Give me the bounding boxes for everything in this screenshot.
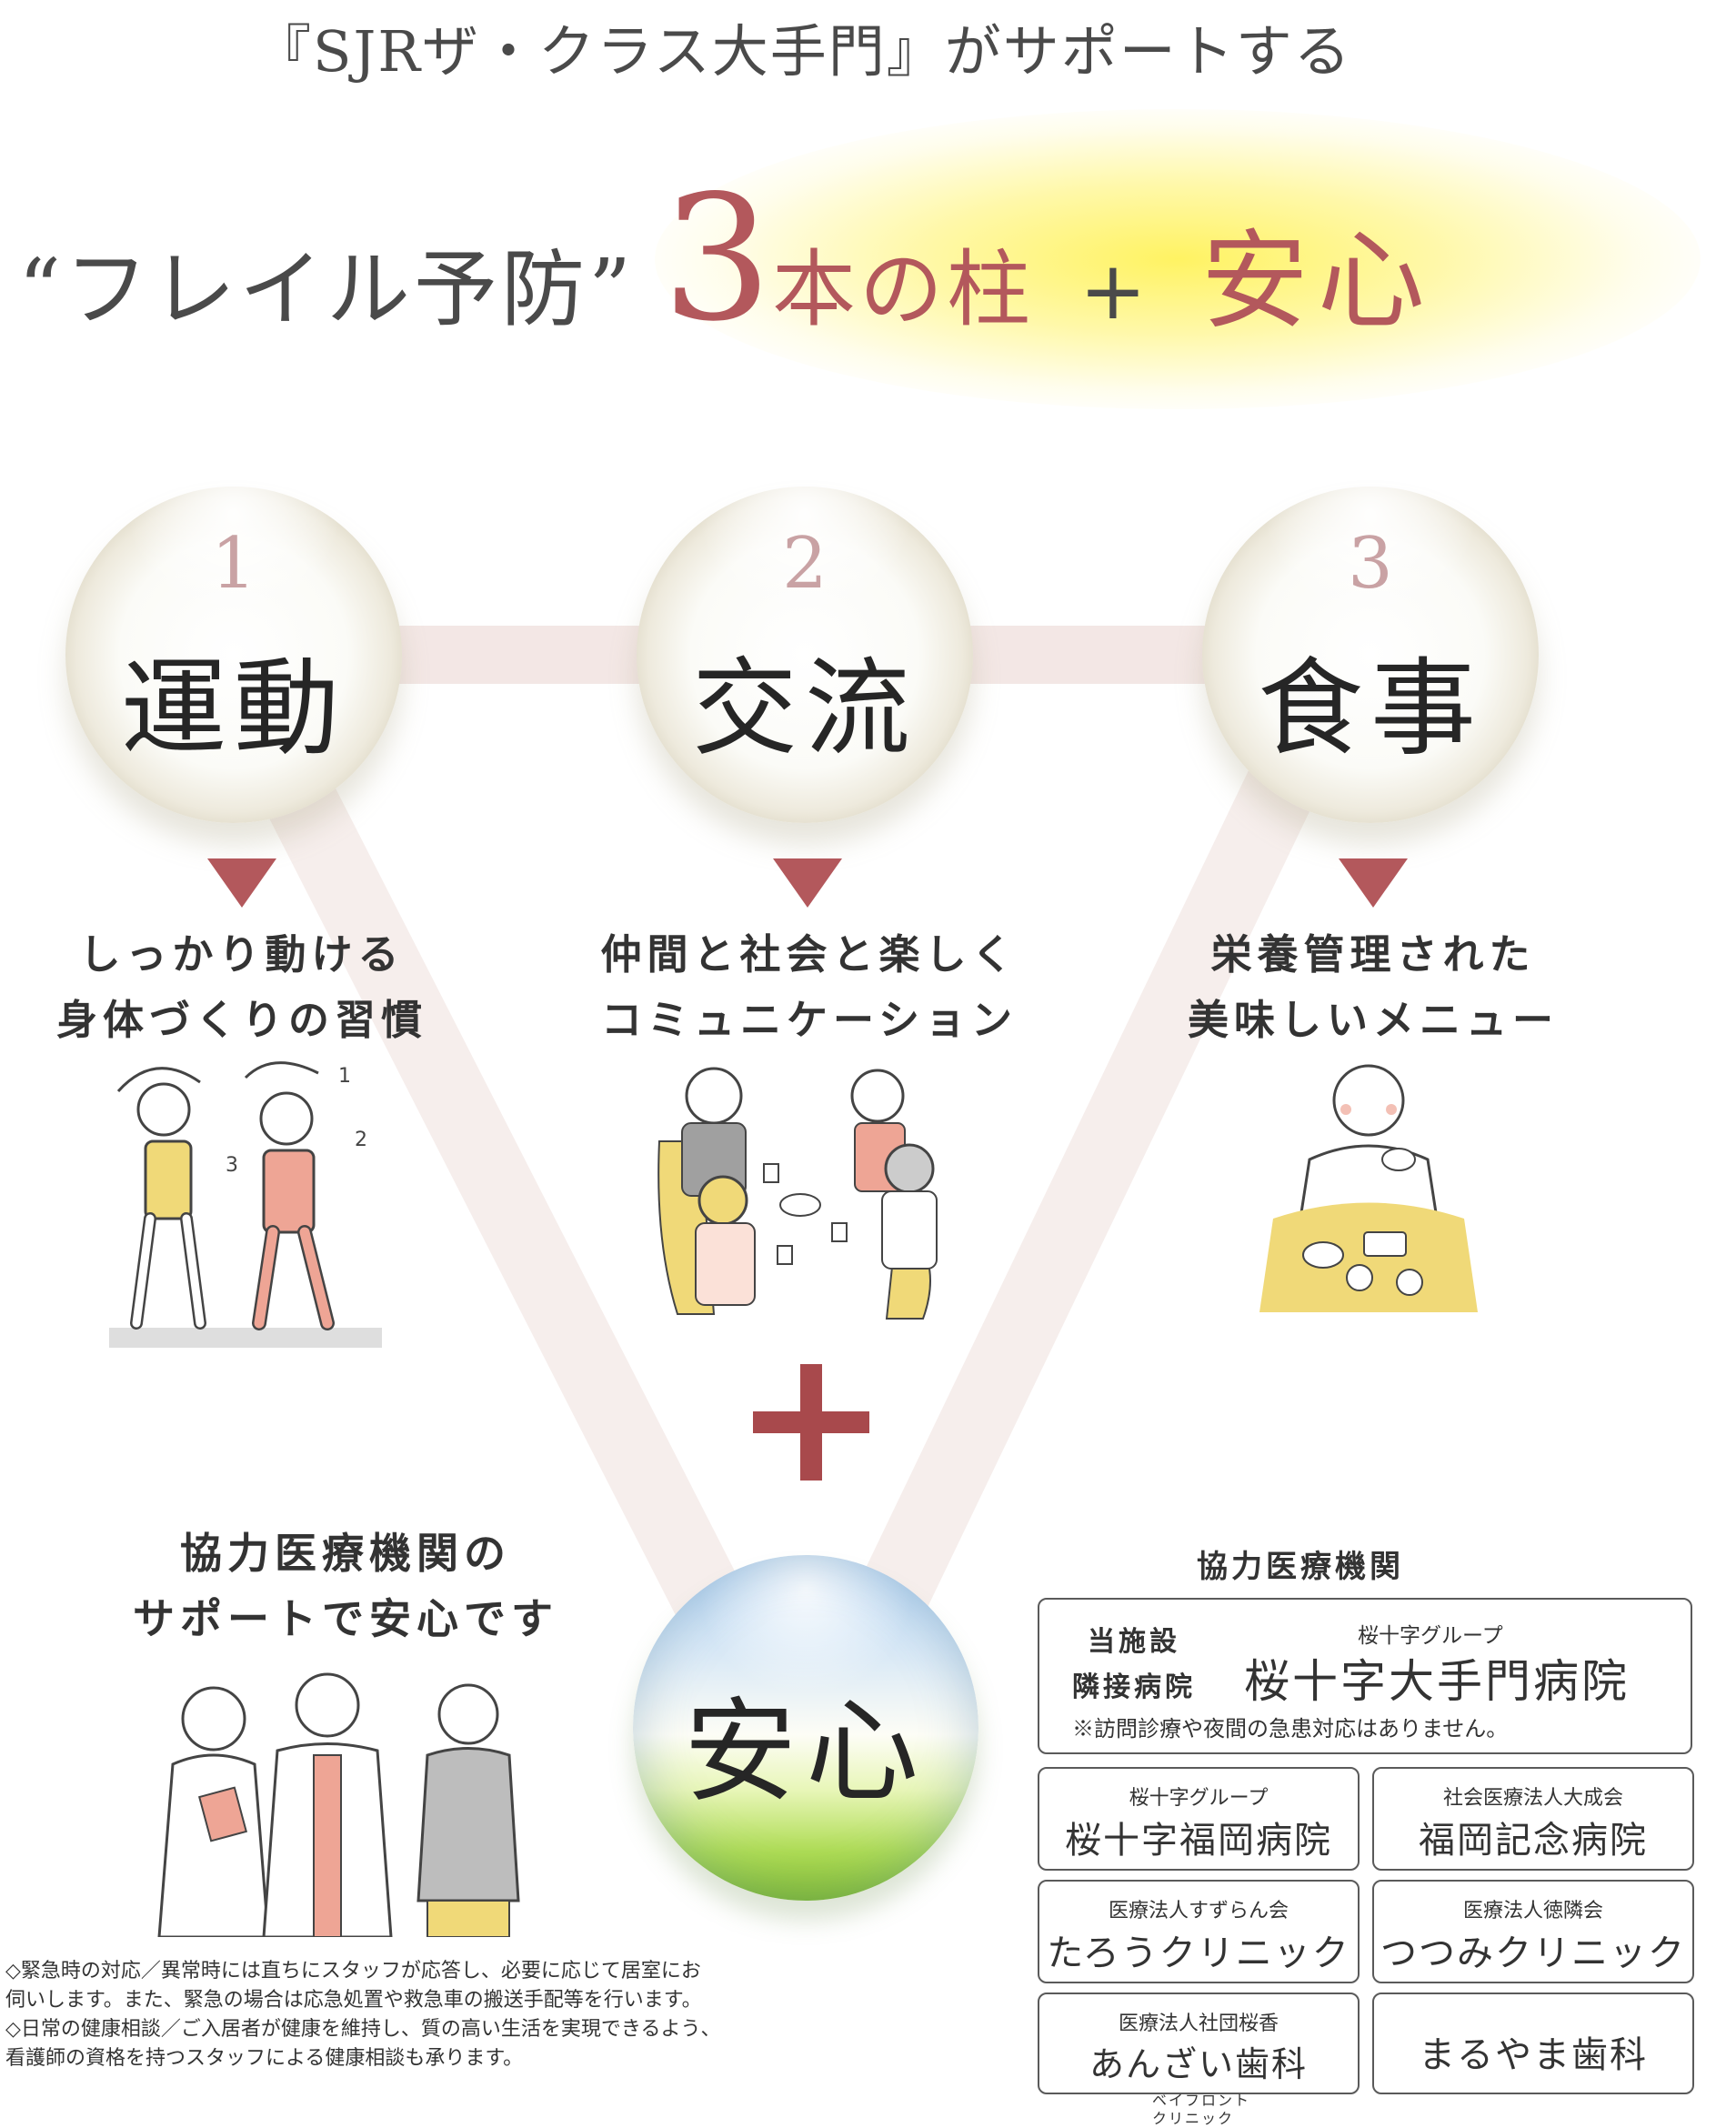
- pillar-sphere-meal: 3 食事: [1202, 487, 1539, 823]
- pillar-number: 2: [782, 523, 828, 605]
- anshin-label: 安心: [683, 1687, 928, 1818]
- main-hospital-card: 当施設 隣接病院 桜十字グループ 桜十字大手門病院 ※訪問診療や夜間の急患対応は…: [1038, 1598, 1692, 1754]
- headline-plus: +: [1079, 244, 1147, 337]
- headline-anshin: 安心: [1200, 218, 1434, 344]
- main-hospital-tag: 当施設 隣接病院: [1072, 1626, 1196, 1703]
- anshin-sphere: 安心: [633, 1555, 978, 1901]
- pillar-caption-communication: 仲間と社会と楽しく コミュニケーション: [600, 930, 1019, 1044]
- pillar-label: 食事: [1258, 647, 1483, 770]
- communication-illustration: [657, 1067, 938, 1320]
- pillar-label: 運動: [121, 647, 346, 770]
- count-label: 2: [355, 1129, 367, 1151]
- exercise-illustration: 1 2 3: [109, 1061, 382, 1348]
- headline-number: 3: [662, 158, 772, 359]
- down-arrow-icon: [773, 858, 842, 908]
- pillar-sphere-exercise: 1 運動: [65, 487, 402, 823]
- count-label: 1: [338, 1065, 351, 1088]
- triangle-left-band: [231, 710, 760, 1654]
- clinic-card: 医療法人徳隣会 つつみクリニック: [1372, 1880, 1694, 1983]
- headline-pillars: 本の柱: [771, 241, 1034, 338]
- down-arrow-icon: [1339, 858, 1408, 908]
- cooperation-title: 協力医療機関: [1197, 1549, 1404, 1585]
- clinic-card: 医療法人社団桜香 あんざい歯科ベイフロントクリニック: [1038, 1992, 1360, 2127]
- clinic-card: 社会医療法人大成会 福岡記念病院: [1372, 1767, 1694, 1871]
- headline-glow: [655, 109, 1701, 409]
- main-hospital-group: 桜十字グループ: [1358, 1624, 1503, 1648]
- pillar-caption-meal: 栄養管理された 美味しいメニュー: [1187, 930, 1559, 1044]
- count-label: 3: [226, 1154, 238, 1177]
- page-headline: “フレイル予防” 3 本の柱 + 安心: [18, 173, 1710, 346]
- pillar-sphere-communication: 2 交流: [637, 487, 973, 823]
- down-arrow-icon: [207, 858, 276, 908]
- triangle-right-band: [839, 711, 1343, 1653]
- clinic-card: 医療法人すずらん会 たろうクリニック: [1038, 1880, 1360, 1983]
- headline-frail-prevention: “フレイル予防”: [18, 241, 636, 338]
- support-notes: ◇緊急時の対応／異常時には直ちにスタッフが応答し、必要に応じて居室にお 伺いしま…: [5, 1960, 721, 2070]
- pillar-number: 1: [211, 523, 256, 605]
- clinic-card: まるやま歯科: [1372, 1992, 1694, 2094]
- pillar-number: 3: [1348, 523, 1393, 605]
- clinic-card: 桜十字グループ 桜十字福岡病院: [1038, 1767, 1360, 1871]
- medical-staff-illustration: [157, 1672, 520, 1937]
- main-hospital-name: 桜十字大手門病院: [1244, 1655, 1630, 1708]
- pillar-label: 交流: [692, 647, 918, 770]
- meal-illustration: [1259, 1064, 1478, 1312]
- support-title: 協力医療機関の サポートで安心です: [133, 1529, 558, 1643]
- plus-icon: [753, 1364, 869, 1481]
- page-subtitle: 『SJRザ・クラス大手門』がサポートする: [255, 18, 1352, 85]
- pillar-caption-exercise: しっかり動ける 身体づくりの習慣: [55, 930, 427, 1044]
- main-hospital-note: ※訪問診療や夜間の急患対応はありません。: [1072, 1716, 1509, 1742]
